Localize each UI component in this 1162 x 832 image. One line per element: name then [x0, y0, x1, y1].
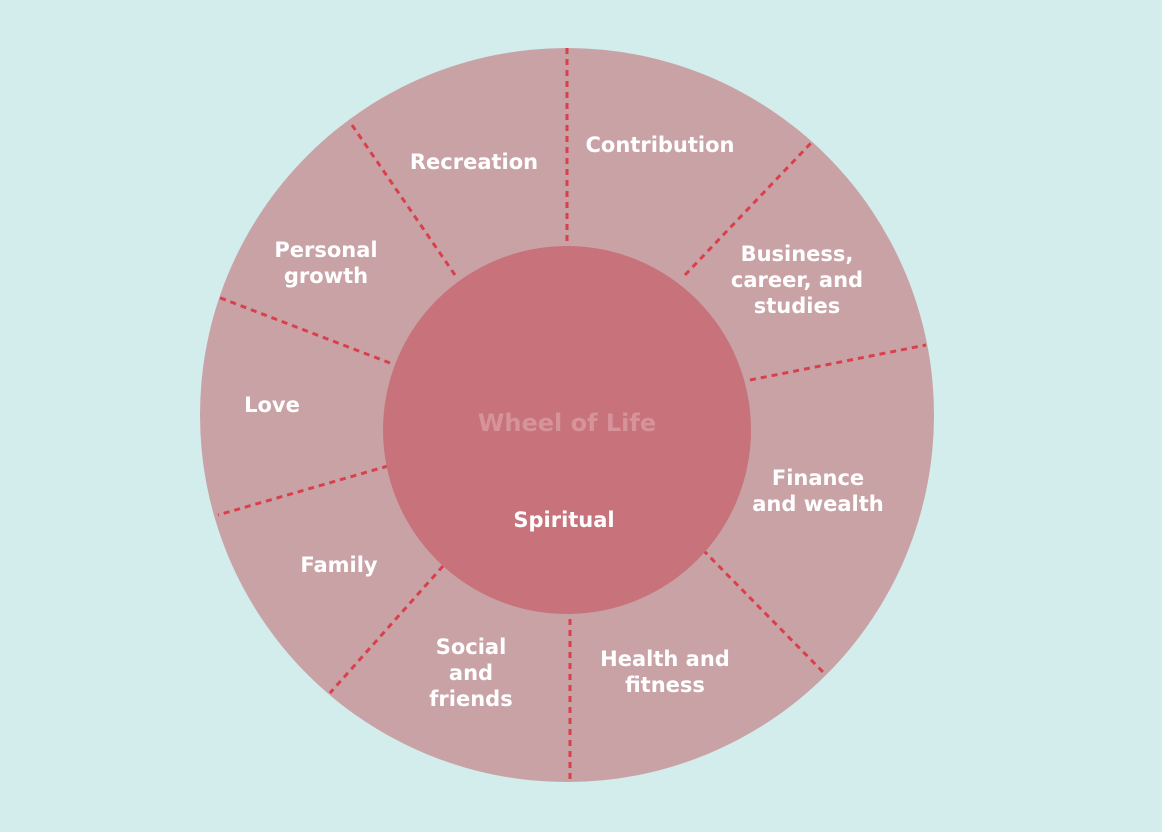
center-label-spiritual: Spiritual	[513, 508, 615, 532]
segment-business: Business, career, and studies	[730, 242, 864, 318]
divider-lines	[217, 48, 927, 782]
segment-recreation: Recreation	[409, 150, 539, 174]
diagram-title: Wheel of Life	[477, 409, 657, 437]
divider-line	[217, 464, 389, 517]
segment-family: Family	[300, 553, 378, 577]
inner-circle	[383, 246, 751, 614]
segment-personal-growth: Personal growth	[274, 238, 378, 288]
segment-contribution: Contribution	[585, 133, 735, 157]
divider-line	[350, 124, 457, 276]
segment-health: Health and fitness	[600, 647, 730, 697]
segment-finance: Finance and wealth	[752, 466, 884, 516]
divider-line	[683, 141, 813, 277]
segment-love: Love	[244, 393, 300, 417]
segment-social: Social and friends	[429, 635, 513, 711]
divider-line	[749, 343, 927, 382]
divider-line	[217, 295, 391, 365]
